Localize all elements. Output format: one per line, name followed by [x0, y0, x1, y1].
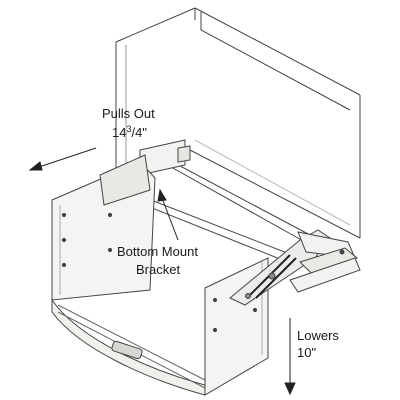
pulls-out-value: 143/4"	[112, 124, 147, 140]
cabinet	[115, 7, 361, 245]
left-panel	[51, 154, 156, 301]
pulls-out-denominator: /4"	[131, 125, 147, 140]
pulls-out-numerator: 3	[126, 124, 132, 134]
bottom-tray	[51, 298, 206, 396]
lowers-value: 10"	[297, 345, 317, 360]
bracket-label-line1: Bottom Mount	[117, 244, 198, 259]
lowers-arrow	[284, 318, 296, 396]
lowers-label: Lowers	[297, 328, 339, 343]
pulls-out-whole: 14	[112, 125, 127, 140]
pulls-out-arrow	[28, 147, 97, 171]
pulls-out-label: Pulls Out	[102, 106, 155, 121]
bracket-label-line2: Bracket	[136, 262, 181, 277]
right-mechanism	[229, 229, 361, 306]
bracket-leader-arrow	[157, 188, 179, 241]
